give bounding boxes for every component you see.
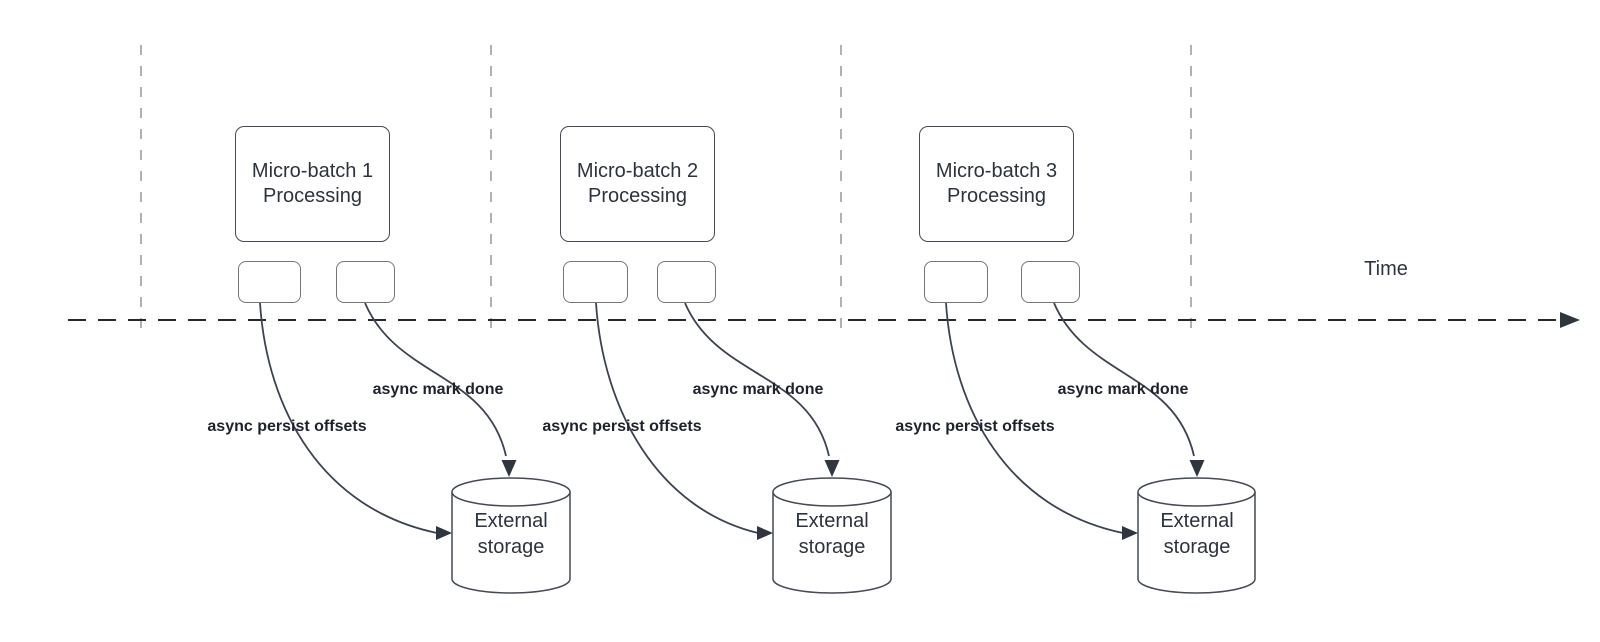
microbatch-2-task-box-left	[563, 261, 628, 303]
persist-offsets-label-2: async persist offsets	[542, 418, 702, 435]
persist-curve-1	[259, 302, 438, 534]
mark-arrowhead-icon-3	[1189, 460, 1205, 477]
microbatch-1-task-box-right	[336, 261, 395, 303]
mark-done-label-1: async mark done	[372, 381, 504, 398]
mark-done-label-3: async mark done	[1057, 381, 1189, 398]
time-axis-label: Time	[1364, 258, 1408, 280]
storage-cylinder-2	[772, 477, 892, 594]
persist-curve-2	[595, 302, 759, 534]
persist-arrowhead-icon-1	[436, 526, 452, 540]
microbatch-3-processing-box: Micro-batch 3 Processing	[919, 126, 1074, 242]
external-storage-label-1: External storage	[474, 510, 548, 558]
mark-arrowhead-icon-1	[501, 460, 517, 477]
persist-offsets-label-3: async persist offsets	[895, 418, 1055, 435]
microbatch-1-processing-box: Micro-batch 1 Processing	[235, 126, 390, 242]
persist-offsets-label-1: async persist offsets	[207, 418, 367, 435]
external-storage-label-3: External storage	[1160, 510, 1234, 558]
microbatch-2-task-box-right	[657, 261, 716, 303]
mark-done-label-2: async mark done	[692, 381, 824, 398]
persist-arrowhead-icon-2	[757, 526, 773, 540]
mark-curve-2	[684, 302, 830, 457]
microbatch-1-task-box-left	[238, 261, 301, 303]
persist-curve-3	[945, 302, 1124, 534]
external-storage-label-2: External storage	[795, 510, 869, 558]
storage-cylinder-3	[1137, 477, 1256, 594]
microbatch-3-task-box-left	[924, 261, 988, 303]
mark-arrowhead-icon-2	[824, 460, 840, 477]
microbatch-3-task-box-right	[1021, 261, 1080, 303]
microbatch-2-processing-box: Micro-batch 2 Processing	[560, 126, 715, 242]
mark-curve-1	[364, 302, 507, 457]
storage-cylinder-1	[451, 477, 571, 594]
mark-curve-3	[1053, 302, 1195, 457]
time-axis-arrowhead-icon	[1560, 312, 1580, 328]
persist-arrowhead-icon-3	[1122, 526, 1138, 540]
